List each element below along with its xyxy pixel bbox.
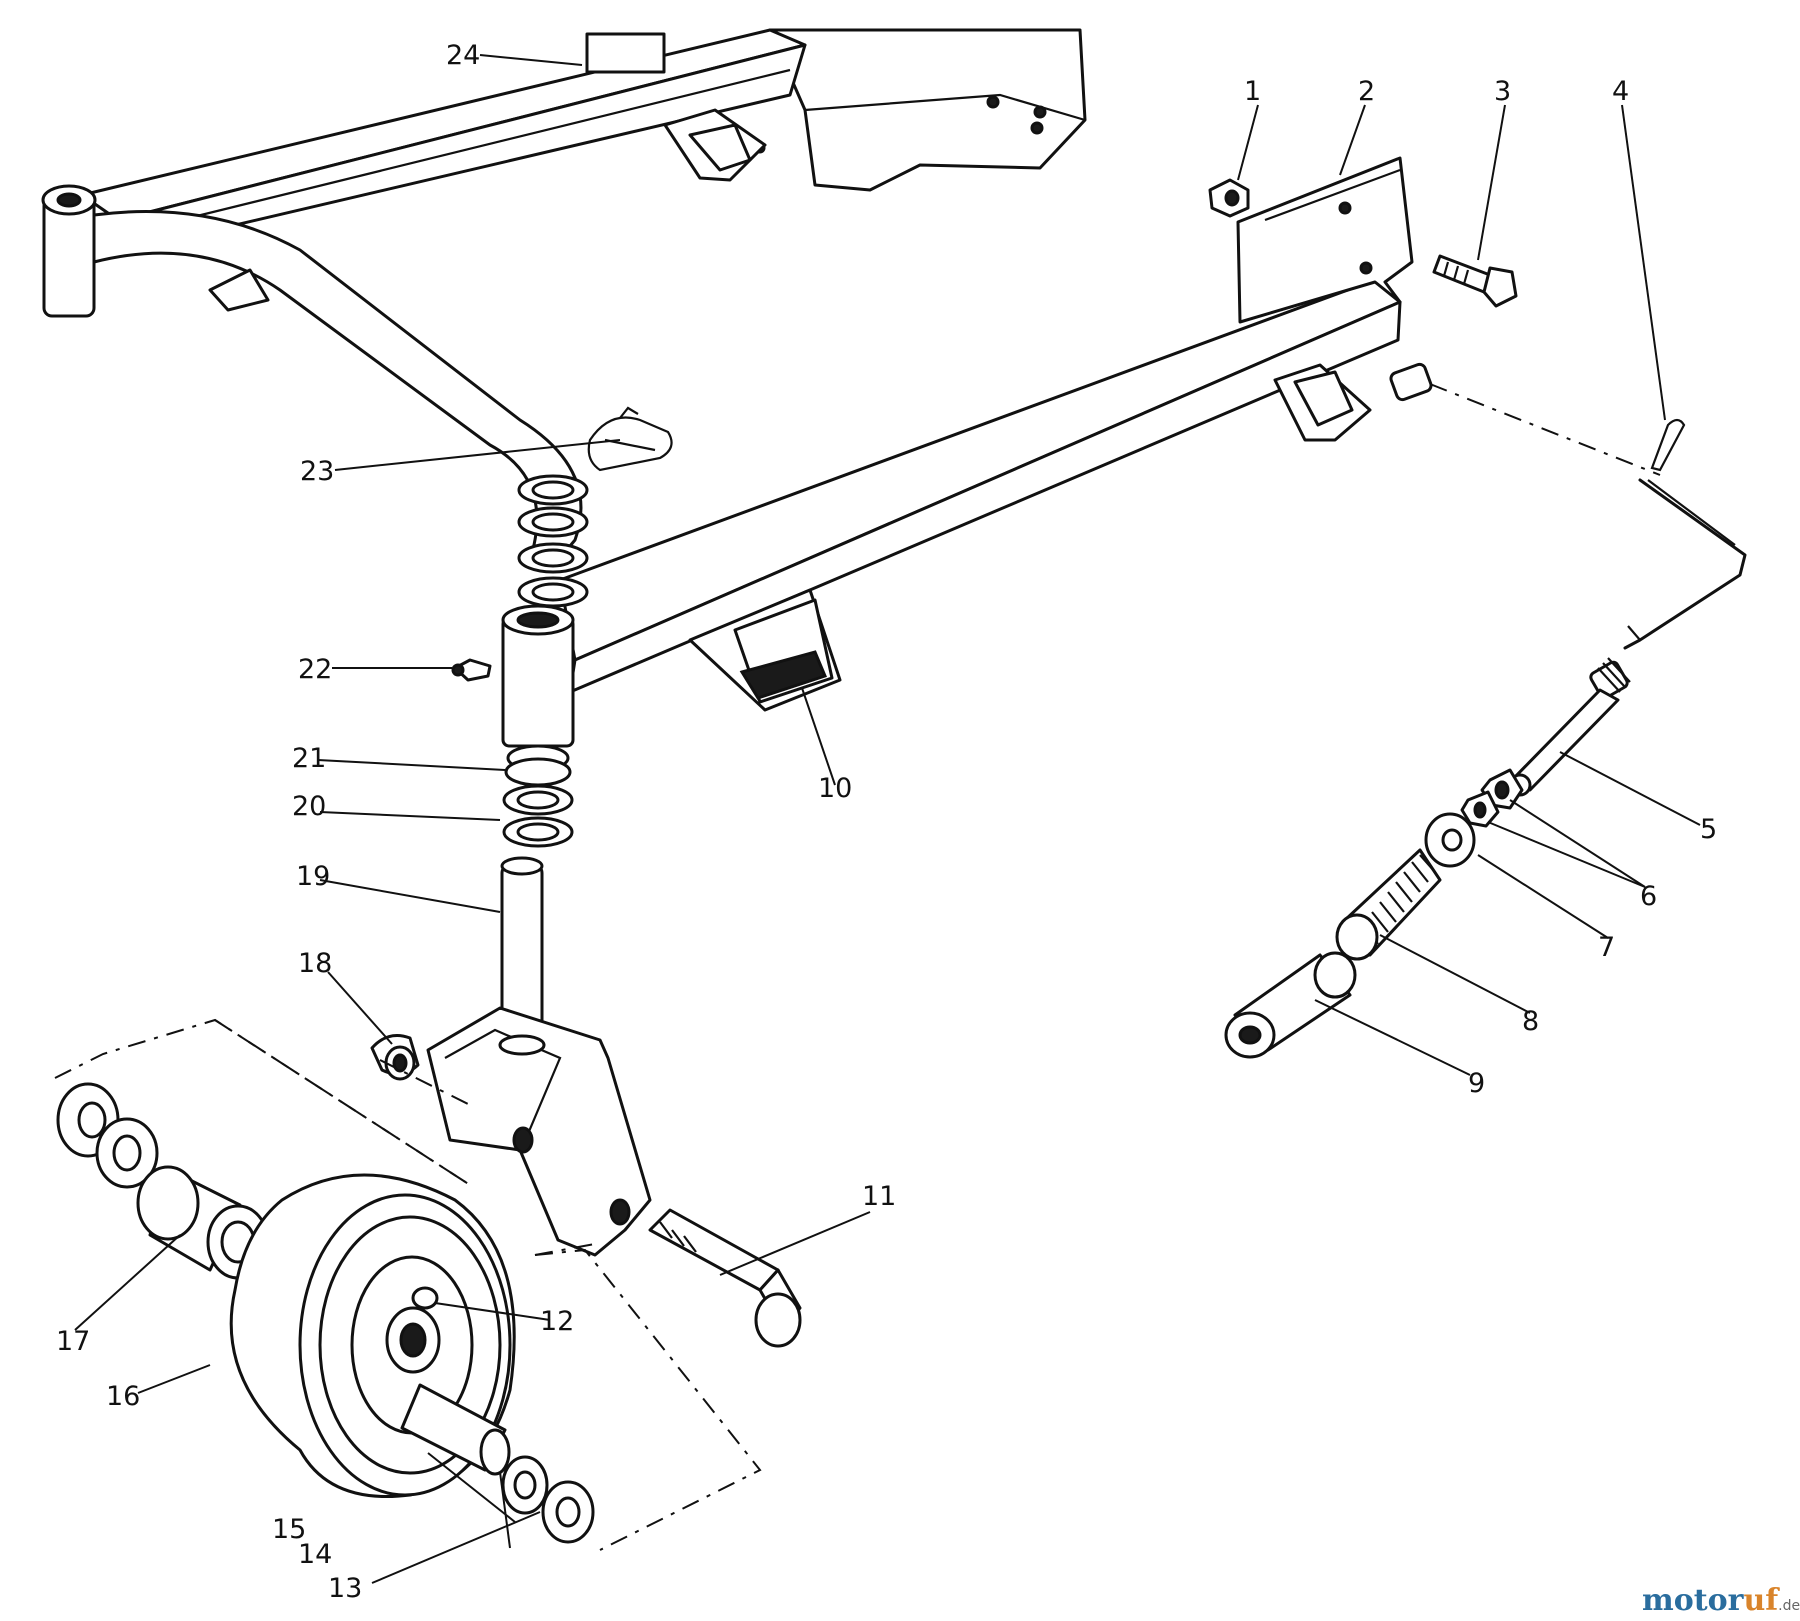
callout-1: 1: [1244, 76, 1261, 107]
callout-16: 16: [106, 1381, 140, 1412]
callout-6: 6: [1640, 881, 1657, 912]
callout-24: 24: [446, 40, 480, 71]
callout-21: 21: [292, 743, 326, 774]
callout-20: 20: [292, 791, 326, 822]
callout-18: 18: [298, 948, 332, 979]
caster-wheel-assembly: [56, 1006, 802, 1544]
callout-14: 14: [298, 1539, 332, 1570]
callout-8: 8: [1522, 1006, 1539, 1037]
callout-15: 15: [272, 1514, 306, 1545]
callout-22: 22: [298, 654, 332, 685]
callout-2: 2: [1358, 76, 1375, 107]
main-frame: [41, 28, 1433, 712]
callout-13: 13: [328, 1573, 362, 1604]
callout-19: 19: [296, 861, 330, 892]
callout-7: 7: [1598, 932, 1615, 963]
explode-lines: [54, 383, 1661, 1551]
kingpin-assembly: [451, 406, 673, 1047]
callout-17: 17: [56, 1326, 90, 1357]
callout-4: 4: [1612, 76, 1629, 107]
callout-5: 5: [1700, 814, 1717, 845]
callout-3: 3: [1494, 76, 1511, 107]
callout-11: 11: [862, 1181, 896, 1212]
callout-labels: 1 2 3 4 5 6 7 8 9 10 11 12 13 14 15 16 1…: [56, 40, 1717, 1604]
callout-12: 12: [540, 1306, 574, 1337]
callout-23: 23: [300, 456, 334, 487]
leader-lines: [74, 32, 1701, 1584]
adjuster-rod-assembly: [1208, 178, 1747, 1059]
callout-9: 9: [1468, 1068, 1485, 1099]
callout-10: 10: [818, 773, 852, 804]
watermark-logo: motoruf.de: [1642, 1583, 1800, 1618]
